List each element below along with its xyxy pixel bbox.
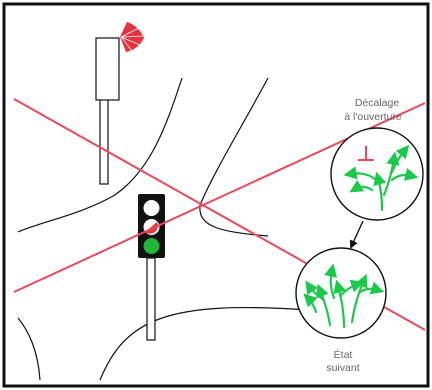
road-edge-upper-left: [17, 77, 183, 233]
next-state-label: État suivant: [326, 348, 359, 374]
green-arrows-offset: [343, 144, 419, 212]
offset-label: Décalage à l'ouverture: [344, 97, 402, 123]
transition-arrow: [349, 220, 364, 249]
pedestrian-signal-pole: [99, 98, 109, 185]
offset-phase-circle: [330, 127, 424, 221]
road-outlines: [17, 77, 311, 381]
pedestrian-signal-head: [95, 37, 120, 101]
road-edge-lower-left: [17, 317, 41, 381]
road-edge-upper-right: [199, 77, 269, 237]
green-arrows-next: [303, 263, 385, 329]
offset-label-line1: Décalage: [355, 97, 400, 109]
green-light-icon: [143, 238, 160, 254]
offset-label-line2: à l'ouverture: [344, 111, 402, 123]
offset-phase-bubble: [330, 127, 424, 221]
next-state-label-line1: État: [334, 348, 353, 361]
traffic-light-pole: [146, 257, 156, 341]
pedestrian-signal: [95, 22, 144, 185]
next-state-label-line2: suivant: [326, 362, 359, 374]
traffic-light-top-lamp: [143, 200, 160, 216]
road-edge-lower-right: [99, 307, 311, 381]
next-phase-bubble: [295, 247, 387, 339]
next-phase-circle: [295, 247, 387, 339]
